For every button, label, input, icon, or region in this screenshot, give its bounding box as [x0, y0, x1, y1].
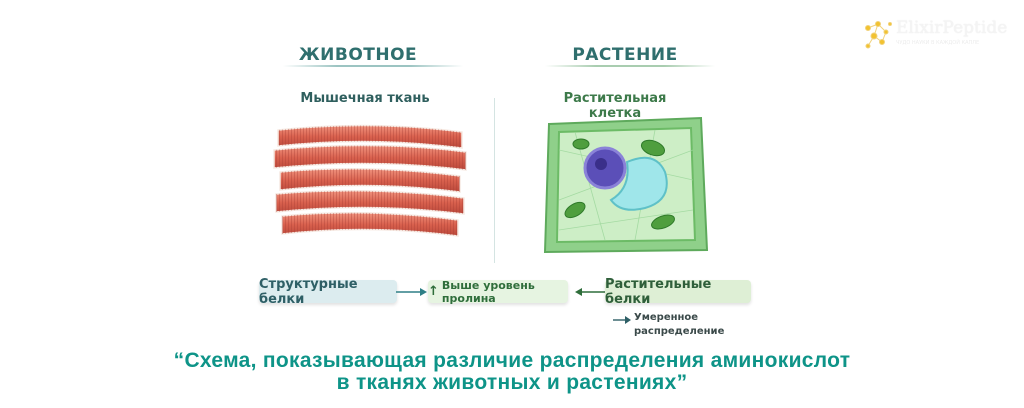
note-line2: распределение — [634, 326, 725, 337]
note-line1: Умеренное — [634, 312, 699, 323]
logo-tagline: ЧУДО НАУКИ В КАЖДОЙ КАПЛЕ — [896, 40, 980, 46]
arrow-right-icon — [396, 288, 427, 296]
structural-proteins-box: Структурные белки — [259, 277, 397, 307]
animal-subheading: Мышечная ткань — [300, 91, 430, 106]
muscle-tissue-illustration — [273, 124, 467, 237]
molecule-logo-icon — [865, 21, 892, 49]
caption: “Схема, показывающая различие распределе… — [0, 350, 1024, 394]
column-divider — [494, 98, 495, 263]
arrow-left-icon — [575, 288, 606, 296]
plant-cell-illustration — [543, 116, 709, 254]
higher-proline-box: ↑ Выше уровень пролина — [428, 278, 568, 305]
structural-proteins-label: Структурные белки — [259, 276, 358, 307]
plant-subheading: Растительная клетка — [563, 91, 667, 121]
plant-proteins-box: Растительные белки — [605, 277, 751, 307]
chloroplast — [640, 139, 666, 157]
chloroplast — [564, 201, 586, 219]
caption-line1: “Схема, показывающая различие распределе… — [173, 349, 851, 372]
plant-heading-rule — [545, 65, 715, 67]
plant-proteins-label: Растительные белки — [605, 276, 712, 307]
higher-proline-label: Выше уровень пролина — [441, 278, 535, 305]
plant-heading: РАСТЕНИЕ — [572, 45, 678, 65]
logo-name: ElixirPeptide — [896, 18, 1008, 38]
logo: ElixirPeptide ЧУДО НАУКИ В КАЖДОЙ КАПЛЕ — [862, 14, 1012, 54]
vacuole — [609, 156, 668, 211]
chloroplast — [572, 138, 590, 150]
moderate-distribution-note: Умеренное распределение — [634, 311, 724, 339]
animal-heading: ЖИВОТНОЕ — [298, 45, 418, 65]
animal-heading-rule — [283, 65, 463, 67]
note-arrow-icon — [613, 316, 631, 324]
arrow-up-icon: ↑ — [428, 284, 439, 299]
caption-line2: в тканях животных и растениях” — [336, 371, 688, 394]
chloroplast — [651, 214, 675, 230]
